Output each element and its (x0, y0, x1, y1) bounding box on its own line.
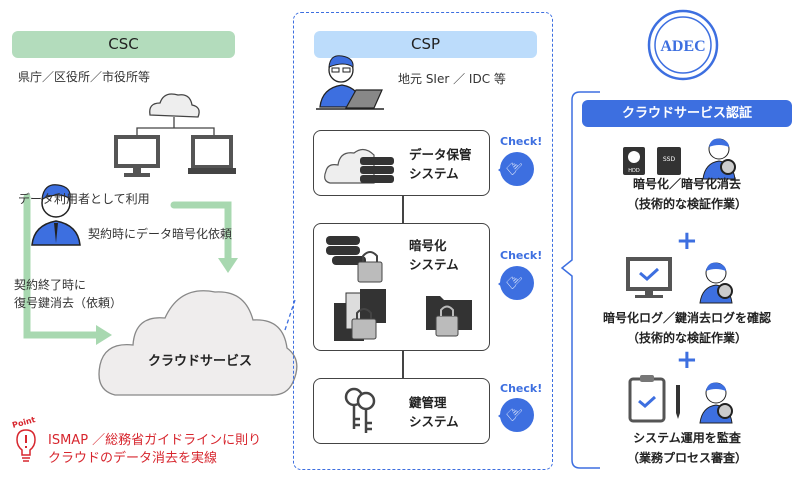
csc-illustration (23, 93, 238, 345)
lightbulb-icon (16, 429, 36, 462)
cloud-service-label: クラウドサービス (148, 354, 253, 369)
check-label: Check! (500, 249, 543, 262)
laptop-icon (188, 135, 236, 174)
desktop-computer-icon (114, 135, 160, 177)
cert-step-3: システム運用を監査（業務プロセス審査） (626, 431, 747, 465)
cloud-server-icon (324, 148, 394, 184)
auditor-icon (699, 382, 733, 424)
system-name: データ保管システム (409, 147, 472, 181)
delete-request-arrow (23, 193, 102, 339)
delete-request-label-2: 復号鍵消去（依頼） (14, 296, 123, 310)
adec-logo: ADEC (647, 9, 719, 81)
data-storage-system-box: データ保管システム (313, 130, 490, 196)
cert-header: クラウドサービス認証 (582, 100, 792, 127)
pointing-hand-icon (498, 398, 534, 432)
bracket (560, 91, 600, 469)
storage-auditor-icons: HDD SSD (623, 138, 736, 180)
pointing-hand-icon (498, 266, 534, 300)
csc-subtitle: 県庁／区役所／市役所等 (18, 70, 151, 84)
point-text-2: クラウドのデータ消去を実線 (48, 451, 218, 466)
csc-user-label: データ利用者として利用 (18, 192, 150, 206)
folder-lock-icon (426, 296, 472, 337)
database-lock-icon (326, 236, 383, 283)
encrypt-request-label: 契約時にデータ暗号化依頼 (88, 227, 233, 241)
key-management-system-box: 鍵管理システム (313, 378, 490, 444)
pen-icon (676, 385, 680, 419)
keys-icon (344, 387, 376, 433)
encrypt-request-arrow (170, 201, 232, 264)
clipboard-check-icon (628, 375, 666, 423)
csp-frame (293, 12, 553, 470)
svg-text:ADEC: ADEC (660, 38, 705, 55)
monitor-check-icon (626, 257, 672, 298)
auditor-icon (699, 262, 733, 304)
network-cloud-icon (136, 93, 215, 137)
clipboard-auditor-icons (628, 375, 733, 424)
cert-step-1: 暗号化／暗号化消去（技術的な検証作業） (626, 177, 747, 211)
plus-icon: + (676, 345, 698, 375)
cloud-service-shape (98, 290, 298, 396)
check-label: Check! (500, 382, 543, 395)
ssd-icon: SSD (657, 147, 681, 175)
auditor-icon (702, 138, 736, 180)
hdd-icon: HDD (623, 147, 645, 175)
system-name: 暗号化システム (409, 238, 459, 272)
csp-subtitle: 地元 SIer ／ IDC 等 (398, 72, 506, 86)
check-label: Check! (500, 135, 543, 148)
pointing-hand-icon (498, 152, 534, 186)
csp-operator-icon (316, 55, 384, 110)
system-name: 鍵管理システム (409, 395, 459, 429)
monitor-auditor-icons (626, 257, 733, 304)
point-text-1: ISMAP ／総務省ガイドラインに則り (48, 433, 262, 448)
csc-header: CSC (12, 31, 235, 58)
encryption-system-box: 暗号化システム (313, 223, 490, 351)
plus-icon: + (676, 226, 698, 256)
csp-header: CSP (314, 31, 537, 58)
documents-lock-icon (334, 289, 386, 341)
user-icon (31, 184, 81, 246)
cert-step-2: 暗号化ログ／鍵消去ログを確認（技術的な検証作業） (602, 311, 771, 345)
svg-text:HDD: HDD (628, 168, 640, 174)
delete-request-label-1: 契約終了時に (14, 278, 87, 292)
svg-text:SSD: SSD (663, 156, 676, 163)
